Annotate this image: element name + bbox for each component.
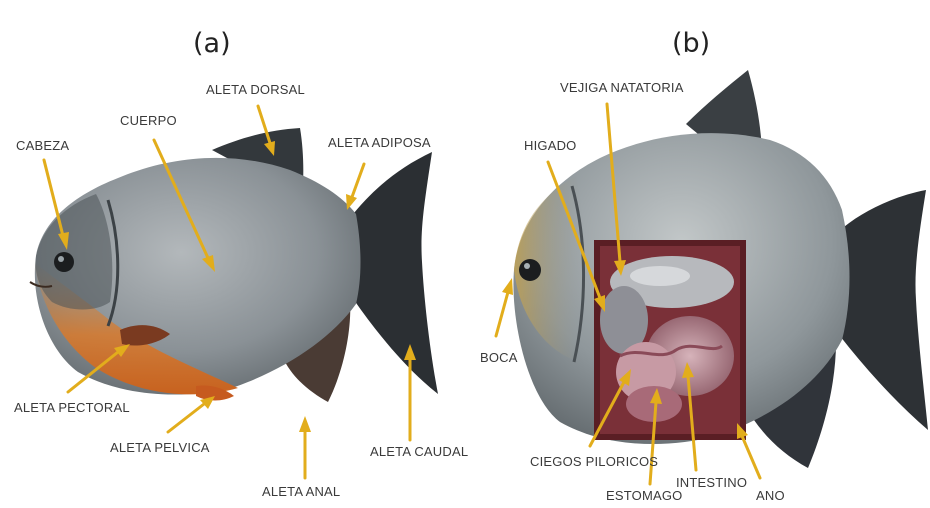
label-vejiga-natatoria: VEJIGA NATATORIA [560,80,684,95]
label-aleta-pectoral: ALETA PECTORAL [14,400,130,415]
label-aleta-adiposa: ALETA ADIPOSA [328,135,431,150]
panel-a-eye-glint [58,256,64,262]
panel-b-swim-bladder-highlight [630,266,690,286]
label-aleta-anal: ALETA ANAL [262,484,340,499]
label-aleta-dorsal: ALETA DORSAL [206,82,305,97]
label-ano: ANO [756,488,785,503]
panel-b-eye-glint [524,263,530,269]
label-higado: HIGADO [524,138,576,153]
panel-a-label: (a) [193,28,231,59]
arrow-aleta-anal [299,416,311,478]
arrow-aleta-caudal [404,344,416,440]
panel-a-head-shape [36,194,113,310]
panel-b-eye [519,259,541,281]
label-ciegos-piloricos: CIEGOS PILORICOS [530,454,658,469]
label-aleta-caudal: ALETA CAUDAL [370,444,468,459]
label-boca: BOCA [480,350,518,365]
label-estomago: ESTOMAGO [606,488,682,503]
panel-a-caudal-fin-shape [350,152,438,394]
panel-a: (a) [14,28,468,499]
panel-b: (b) [480,28,928,503]
arrow-aleta-pelvica [168,396,215,432]
label-cuerpo: CUERPO [120,113,177,128]
panel-b-caudal-fin-shape [838,190,928,430]
arrow-boca [496,278,513,336]
arrow-ano [737,423,760,478]
label-aleta-pelvica: ALETA PELVICA [110,440,210,455]
label-cabeza: CABEZA [16,138,69,153]
panel-b-label: (b) [672,28,710,59]
arrow-aleta-adiposa [346,164,364,210]
label-intestino: INTESTINO [676,475,747,490]
panel-a-eye [54,252,74,272]
